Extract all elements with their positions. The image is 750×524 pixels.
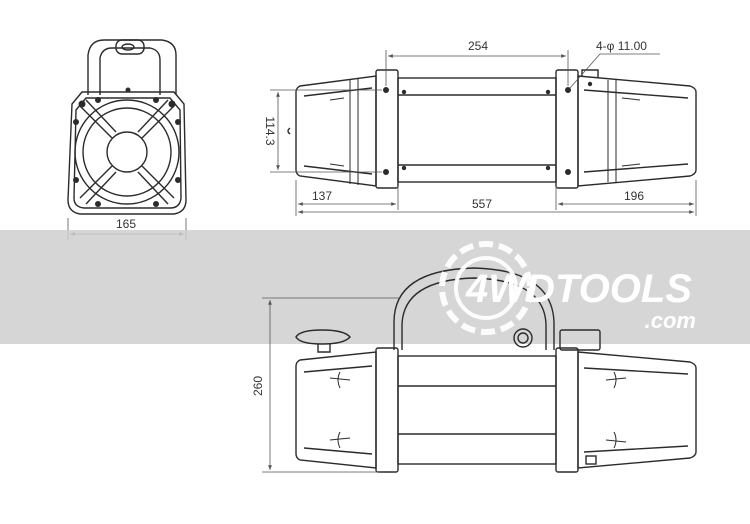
dim-label-557: 557 [472, 197, 492, 211]
end-view [67, 39, 187, 215]
dim-label-hole-spec: 4-φ 11.00 [596, 39, 647, 53]
front-view [295, 267, 697, 473]
dim-label-165: 165 [116, 217, 136, 231]
dim-label-196: 196 [624, 189, 644, 203]
dim-overall-height [262, 297, 400, 473]
dim-label-254: 254 [468, 39, 488, 53]
watermark-suffix: .com [645, 308, 696, 333]
watermark-band [0, 230, 750, 344]
dim-label-114-3: 114.3 [263, 116, 277, 145]
top-view [287, 69, 697, 189]
watermark-brand: 4WDTOOLS [465, 267, 692, 311]
watermark-logo: 4WDTOOLS .com [439, 241, 696, 335]
dim-top-view [270, 50, 697, 216]
dim-label-260: 260 [251, 376, 265, 396]
dim-label-137: 137 [312, 189, 332, 203]
tire-emblem-icon [439, 241, 533, 335]
